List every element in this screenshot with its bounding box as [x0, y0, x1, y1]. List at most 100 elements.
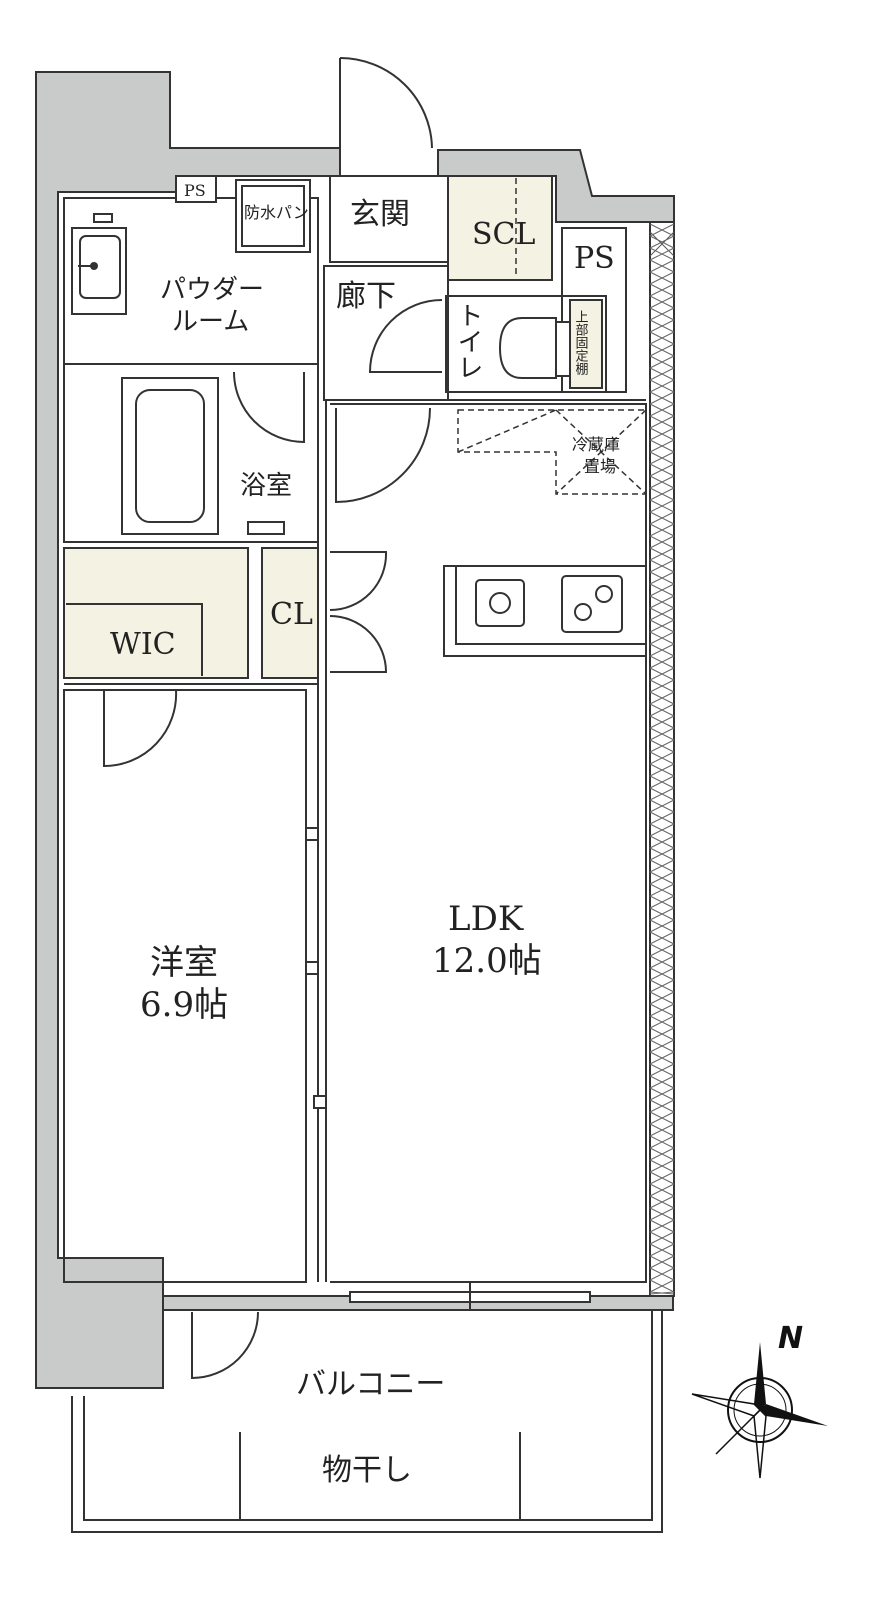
hatch-line: [649, 811, 675, 825]
waterproof-pan: [235, 179, 311, 253]
balcony: [71, 1310, 663, 1533]
hatch-line: [649, 727, 675, 741]
hatch-line: [649, 403, 675, 417]
ldk-door: [335, 407, 431, 504]
hatch-line: [649, 895, 675, 909]
hatch-line: [649, 223, 675, 237]
outer-walls: [35, 71, 675, 1389]
hatch-line: [649, 1063, 675, 1077]
hatch-line: [649, 307, 675, 321]
hatch-line: [649, 1087, 675, 1101]
hatch-line: [649, 583, 675, 597]
cl-storage: [261, 547, 319, 679]
hatch-line: [649, 775, 675, 789]
hatch-line: [649, 367, 675, 381]
hatch-line: [649, 619, 675, 633]
hatch-line: [649, 319, 675, 333]
wic-storage: [63, 547, 249, 679]
toilet-bowl: [498, 317, 557, 379]
hatch-line: [649, 295, 675, 309]
hatch-line: [649, 355, 675, 369]
hatch-line: [649, 679, 675, 693]
wic-door: [103, 689, 178, 768]
label-powder-1: パウダー: [160, 275, 264, 305]
hatch-line: [649, 235, 675, 249]
scl-storage: [447, 175, 553, 281]
hatch-pattern: [649, 223, 675, 1295]
label-ldk-size: 12.0帖: [432, 941, 542, 981]
hatch-line: [649, 739, 675, 753]
hatch-line: [649, 799, 675, 813]
upper-shelf: [569, 299, 603, 389]
label-powder-2: ルーム: [172, 307, 249, 337]
hatch-line: [649, 415, 675, 429]
hatch-line: [649, 1255, 675, 1269]
cl-door-lower: [329, 615, 388, 673]
hatch-line: [649, 1183, 675, 1197]
label-fridge-1: 冷蔵庫: [572, 435, 620, 454]
hatch-line: [649, 607, 675, 621]
label-scl: SCL: [472, 217, 536, 252]
label-upper-shelf: 上部固定棚: [573, 310, 589, 375]
cl-door-upper: [329, 551, 388, 611]
hatch-line: [649, 1051, 675, 1065]
hatch-line: [649, 871, 675, 885]
label-cl: CL: [270, 597, 313, 632]
bath-door: [233, 371, 305, 444]
hatch-line: [649, 1135, 675, 1149]
hatch-line: [649, 1027, 675, 1041]
label-rouka: 廊下: [336, 279, 396, 314]
label-balcony: バルコニー: [296, 1367, 445, 1402]
hatch-line: [649, 475, 675, 489]
hatch-line: [649, 655, 675, 669]
hatch-line: [649, 715, 675, 729]
hatch-line: [649, 499, 675, 513]
hatch-line: [649, 1291, 675, 1295]
hatch-line: [649, 703, 675, 717]
hatch-line: [649, 943, 675, 957]
label-genkan: 玄関: [350, 197, 410, 232]
bathtub: [121, 377, 219, 535]
hatch-line: [649, 1147, 675, 1161]
hatch-line: [649, 463, 675, 477]
hatch-line: [649, 859, 675, 873]
room-labels: 玄関 SCL PS PS 防水パン パウダー ルーム 廊下 トイレ 上部固定棚 …: [110, 181, 803, 1488]
hatch-line: [649, 1123, 675, 1137]
hatch-line: [649, 271, 675, 285]
label-fridge-2: 置場: [584, 457, 616, 476]
hatch-line: [649, 523, 675, 537]
hatch-line: [649, 1195, 675, 1209]
hatch-line: [649, 691, 675, 705]
hatch-line: [649, 1015, 675, 1029]
hatch-line: [649, 511, 675, 525]
hatch-line: [649, 979, 675, 993]
stove: [561, 575, 623, 633]
hatch-line: [649, 247, 675, 261]
hatch-line: [649, 919, 675, 933]
hatch-line: [649, 1171, 675, 1185]
hatch-line: [649, 955, 675, 969]
hatch-line: [649, 343, 675, 357]
hatch-line: [649, 571, 675, 585]
label-wic: WIC: [110, 627, 176, 662]
hatch-line: [649, 643, 675, 657]
hatch-line: [649, 883, 675, 897]
hatch-line: [649, 1243, 675, 1257]
label-youshitsu: 洋室: [150, 943, 218, 983]
hatch-line: [649, 331, 675, 345]
hatch-line: [649, 1099, 675, 1113]
hatch-line: [649, 1267, 675, 1281]
fixtures: [71, 175, 647, 657]
hatch-line: [649, 559, 675, 573]
hatch-line: [649, 1003, 675, 1017]
hatch-line: [649, 535, 675, 549]
hatch-line: [649, 379, 675, 393]
hatch-line: [649, 1159, 675, 1173]
label-ps-small: PS: [184, 181, 206, 200]
hatch-line: [649, 787, 675, 801]
hatch-line: [649, 547, 675, 561]
doors: [103, 57, 591, 1380]
hatch-line: [649, 907, 675, 921]
balcony-door: [191, 1311, 259, 1380]
hatch-line: [649, 931, 675, 945]
